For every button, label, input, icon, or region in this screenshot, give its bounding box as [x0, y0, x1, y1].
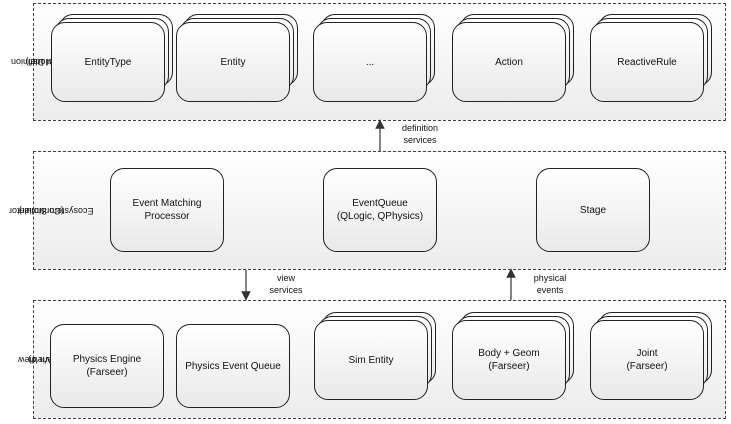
entitytype-label: EntityType — [84, 56, 132, 68]
entitytype-stack: EntityType — [51, 14, 173, 102]
action-stack: Action — [452, 14, 574, 102]
event-matching-line2: Processor — [144, 211, 190, 222]
physics-engine-line2: (Farseer) — [86, 367, 128, 378]
reactiverule-stack: ReactiveRule — [590, 14, 712, 102]
eventqueue-box: EventQueue (QLogic, QPhysics) — [323, 168, 437, 252]
action-label: Action — [495, 56, 523, 68]
entity-label: Entity — [220, 56, 246, 68]
body-geom-line2: (Farseer) — [488, 361, 530, 372]
joint-line2: (Farseer) — [626, 361, 668, 372]
event-matching-line1: Event Matching — [132, 198, 202, 209]
sim-entity-stack: Sim Entity — [314, 312, 436, 400]
stage-line1: Stage — [579, 204, 607, 216]
definition-services-label: definition services — [401, 123, 439, 145]
physics-engine-line1: Physics Engine — [72, 354, 142, 365]
body-geom-line1: Body + Geom — [478, 348, 540, 359]
physics-event-queue-box: Physics Event Queue — [176, 324, 290, 408]
ellipsis-label: ... — [365, 56, 375, 68]
body-geom-stack: Body + Geom (Farseer) — [452, 312, 574, 400]
eventqueue-line2: (QLogic, QPhysics) — [336, 211, 424, 222]
physics-engine-box: Physics Engine (Farseer) — [50, 324, 164, 408]
eventqueue-line1: EventQueue — [352, 198, 408, 209]
physics-event-queue-line1: Physics Event Queue — [185, 360, 281, 372]
joint-line1: Joint — [636, 348, 658, 359]
entity-stack: Entity — [176, 14, 298, 102]
physical-events-label: physical events — [533, 273, 567, 295]
joint-stack: Joint (Farseer) — [590, 312, 712, 400]
sim-entity-line1: Sim Entity — [348, 354, 394, 366]
ellipsis-stack: ... — [313, 14, 435, 102]
view-services-label: view services — [269, 273, 303, 295]
reactiverule-label: ReactiveRule — [617, 56, 677, 68]
stage-box: Stage — [536, 168, 650, 252]
